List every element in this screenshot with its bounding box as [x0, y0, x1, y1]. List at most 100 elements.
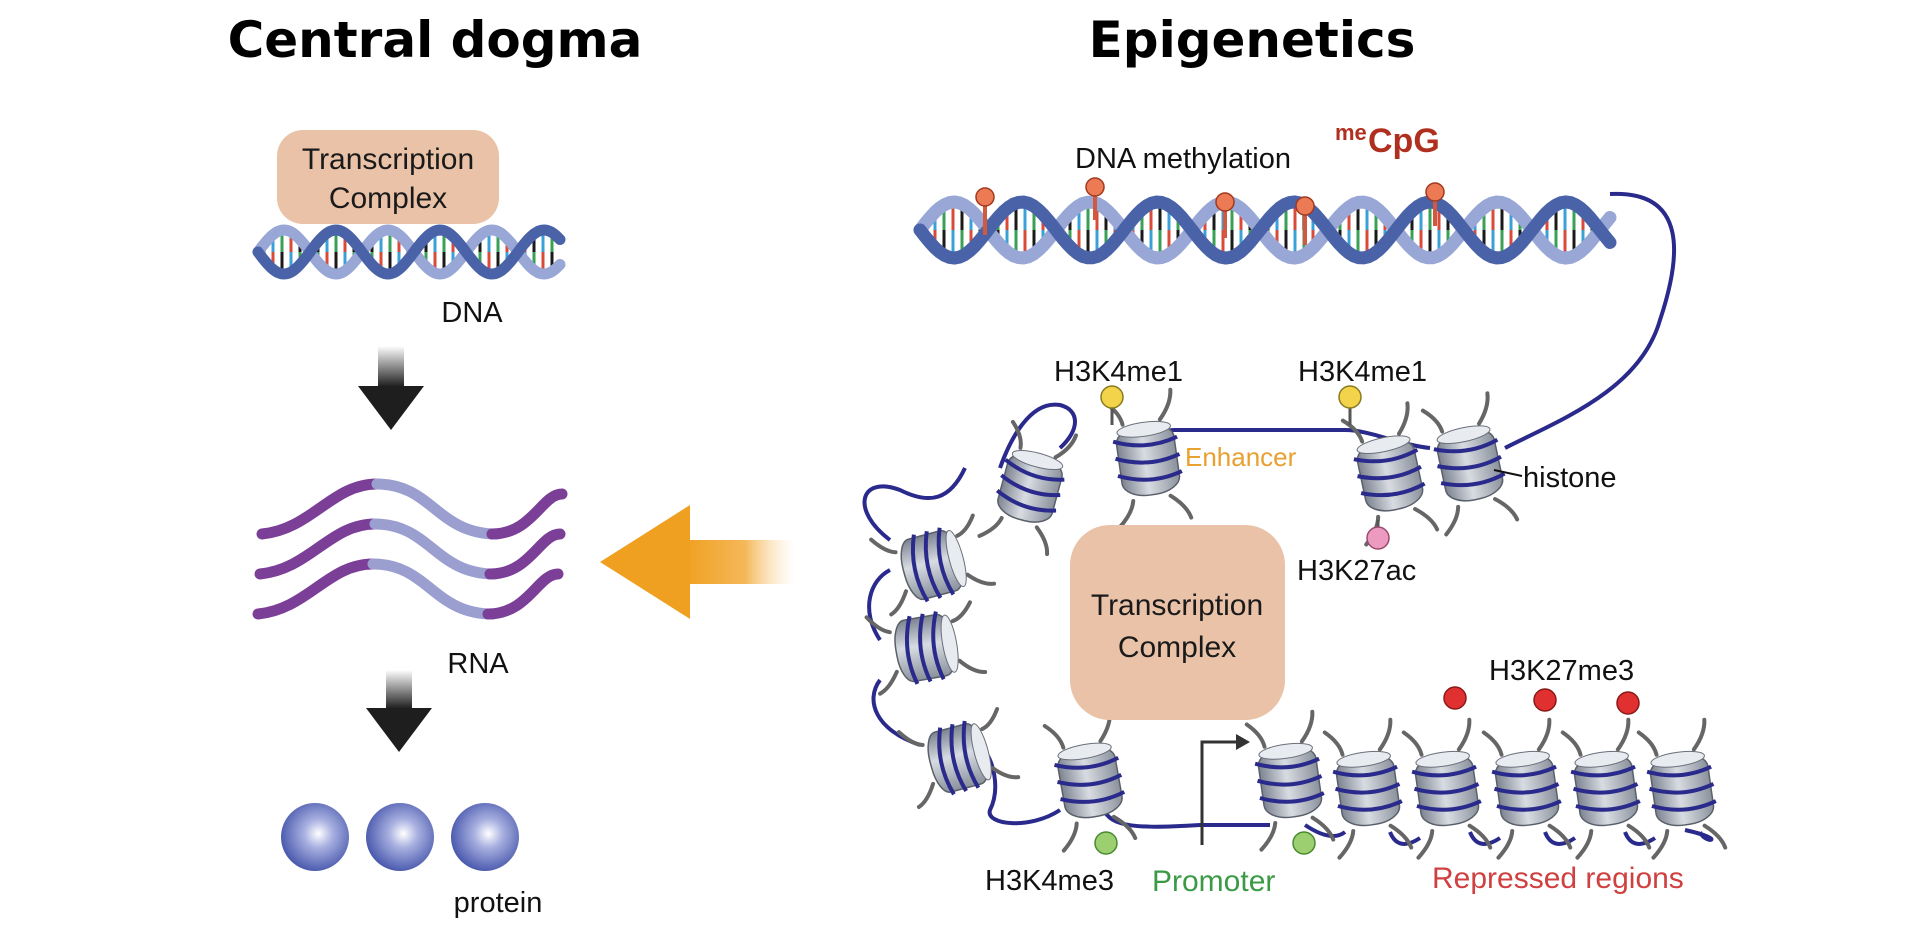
histone-top	[945, 529, 967, 588]
dna-wrap	[1112, 434, 1178, 448]
dna-wrap	[995, 489, 1057, 513]
histone-tail	[977, 515, 1004, 538]
histone-tail	[1401, 730, 1424, 757]
histone-tail	[1481, 730, 1504, 757]
histone-top	[1495, 750, 1550, 768]
h3k27ac-label: H3K27ac	[1297, 555, 1416, 587]
h3k27me3-mark-3	[1616, 691, 1640, 715]
histone-tail	[1053, 433, 1078, 460]
histone-tail	[1322, 730, 1345, 757]
nucleosome	[896, 707, 1021, 809]
rna-segment	[482, 568, 564, 620]
dna-wrap	[918, 613, 933, 683]
histone-top	[1258, 742, 1313, 760]
dna-wrap	[1256, 774, 1323, 787]
dna-wrap	[1437, 454, 1502, 471]
rna-segment	[484, 528, 566, 580]
histone-tail	[1626, 823, 1652, 850]
histone-top	[1011, 449, 1064, 471]
protein-spheres	[281, 803, 519, 871]
histone-tail	[1651, 828, 1670, 860]
dna-wrap	[1337, 799, 1403, 812]
dna-helix-methylated	[913, 195, 1617, 265]
h3k27me3-mark-1	[1443, 686, 1467, 710]
methyl-group	[1215, 192, 1235, 212]
histone-tail	[869, 537, 898, 555]
histone-tail	[1061, 821, 1079, 853]
tc-small-line2: Complex	[329, 182, 447, 215]
promoter-label: Promoter	[1152, 865, 1275, 898]
promoter-arrow	[1200, 734, 1250, 845]
rna-segment	[371, 478, 503, 540]
dna-wrap	[1440, 471, 1506, 488]
methyl-group	[1425, 182, 1445, 202]
dna-wrap	[936, 527, 956, 596]
histone-tail	[1456, 717, 1472, 752]
dna-wrap	[937, 727, 956, 796]
histone-tail	[1560, 730, 1583, 757]
dna-strand-back	[913, 195, 1617, 265]
h3k4me1-label-b: H3K4me1	[1298, 356, 1427, 388]
histone-tail	[965, 572, 997, 586]
histone-tail	[1636, 730, 1659, 757]
histone-tail	[1413, 507, 1440, 532]
histone-tail	[1244, 722, 1267, 749]
dna-wrap	[1259, 791, 1325, 804]
histone-tail	[955, 513, 975, 538]
histone-tail	[980, 707, 1000, 732]
dna-wrap	[1117, 469, 1183, 482]
mecpg-label: CpG	[1368, 122, 1440, 160]
dna-wrap	[1411, 764, 1477, 778]
histone-top	[1057, 742, 1112, 761]
repressed-regions-label: Repressed regions	[1432, 862, 1684, 895]
dna-wrap	[931, 611, 946, 681]
dna-wrap	[1353, 448, 1419, 464]
histone-tail	[1691, 717, 1707, 752]
histone-tail	[1259, 820, 1278, 852]
dna-wrap	[1433, 438, 1499, 454]
dna-wrap	[1572, 782, 1639, 795]
histone-tail	[1337, 828, 1356, 860]
dna-wrap	[1334, 782, 1401, 795]
h3k4me3-mark-b	[1292, 831, 1316, 855]
dna-wrap	[904, 615, 920, 685]
dna-wrap	[1357, 464, 1422, 481]
protein-sphere-2	[366, 803, 434, 871]
dna-wrap	[923, 530, 943, 599]
nucleosome	[1340, 401, 1440, 547]
h3k4me1-label-a: H3K4me1	[1054, 356, 1183, 388]
histone-tail	[1168, 493, 1194, 520]
protein-sphere-3	[451, 803, 519, 871]
nucleosome	[1401, 717, 1493, 860]
histone-tail	[1702, 823, 1728, 850]
histone-tail	[1034, 525, 1050, 557]
epigenetics-to-rna-arrow	[600, 505, 795, 619]
rna-segment	[367, 558, 499, 620]
histone-tail	[889, 589, 909, 617]
histone-tail	[950, 600, 972, 624]
rna-segment	[486, 488, 568, 540]
dna-wrap	[1416, 799, 1482, 812]
h3k4me1-mark-a	[1100, 385, 1124, 409]
dna-wrap	[1493, 782, 1560, 795]
h3k27me3-label: H3K27me3	[1489, 655, 1634, 687]
dna-wrap	[1575, 799, 1641, 812]
histone-tail	[1496, 828, 1515, 860]
dna-wrap	[1491, 764, 1557, 778]
histone-tail	[957, 658, 988, 675]
down-arrow-1	[358, 346, 424, 430]
dna-wrap	[1054, 755, 1120, 770]
dna-wrap	[1646, 764, 1712, 778]
histone-tail	[1377, 717, 1393, 752]
histone-tail	[1397, 401, 1410, 436]
nucleosome	[1636, 717, 1728, 860]
dna-wrap	[910, 534, 930, 603]
histone-tail	[1157, 387, 1173, 422]
h3k4me3-mark-a	[1094, 831, 1118, 855]
dna-helix-small	[252, 224, 566, 280]
nucleosome	[1042, 708, 1138, 853]
epigenetics-title: Epigenetics	[1089, 11, 1416, 69]
transcription-complex-large: Transcription Complex	[1070, 525, 1285, 720]
histone-tail	[1547, 823, 1573, 850]
histone-top	[1336, 750, 1391, 768]
